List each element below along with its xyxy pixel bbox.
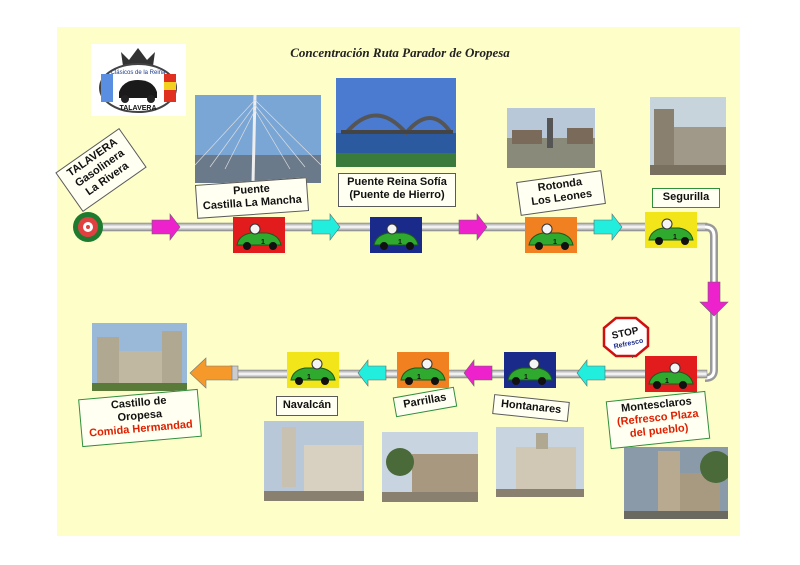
car-badge-4: 1 [645, 212, 697, 248]
stop-sign-icon: STOP Refresco [602, 316, 650, 358]
logo-arc-text: Clásicos de la Reina [111, 70, 166, 76]
car-badge-6: 1 [504, 352, 556, 388]
arrow-left-final [189, 357, 239, 389]
page-title: Concentración Ruta Parador de Oropesa [290, 45, 510, 60]
svg-text:1: 1 [261, 239, 265, 246]
arrow-right-4 [593, 213, 623, 241]
photo-rotonda [507, 108, 595, 168]
svg-text:1: 1 [665, 378, 669, 385]
arrow-right-1 [151, 213, 181, 241]
svg-text:1: 1 [673, 234, 677, 241]
photo-hontanares [496, 427, 584, 497]
car-badge-1: 1 [233, 217, 285, 253]
photo-puente-reina [336, 78, 456, 167]
photo-montesclaros [624, 447, 728, 519]
photo-castillo [92, 323, 187, 391]
stop-label-segurilla: Segurilla [652, 188, 720, 208]
logo-bottom-text: TALAVERA [119, 105, 156, 112]
arrow-left-1 [576, 359, 606, 387]
car-badge-2: 1 [370, 217, 422, 253]
stop-label-navalcan: Navalcán [276, 396, 338, 416]
photo-puente-clm [195, 95, 321, 183]
svg-text:1: 1 [417, 374, 421, 381]
car-badge-7: 1 [397, 352, 449, 388]
car-badge-8: 1 [287, 352, 339, 388]
svg-text:1: 1 [307, 374, 311, 381]
photo-navalcan [264, 421, 364, 501]
arrow-down [699, 281, 729, 317]
arrow-right-3 [458, 213, 488, 241]
car-badge-3: 1 [525, 217, 577, 253]
arrow-left-3 [357, 359, 387, 387]
club-logo: Clásicos de la Reina TALAVERA [91, 44, 186, 116]
svg-text:1: 1 [553, 239, 557, 246]
start-target-icon [73, 212, 103, 242]
svg-text:1: 1 [398, 239, 402, 246]
stop-label-puente-reina: Puente Reina Sofía (Puente de Hierro) [338, 173, 456, 207]
svg-text:1: 1 [524, 374, 528, 381]
photo-segurilla [650, 97, 726, 175]
photo-parrillas [382, 432, 478, 502]
car-badge-5: 1 [645, 356, 697, 392]
arrow-right-2 [311, 213, 341, 241]
arrow-left-2 [463, 359, 493, 387]
